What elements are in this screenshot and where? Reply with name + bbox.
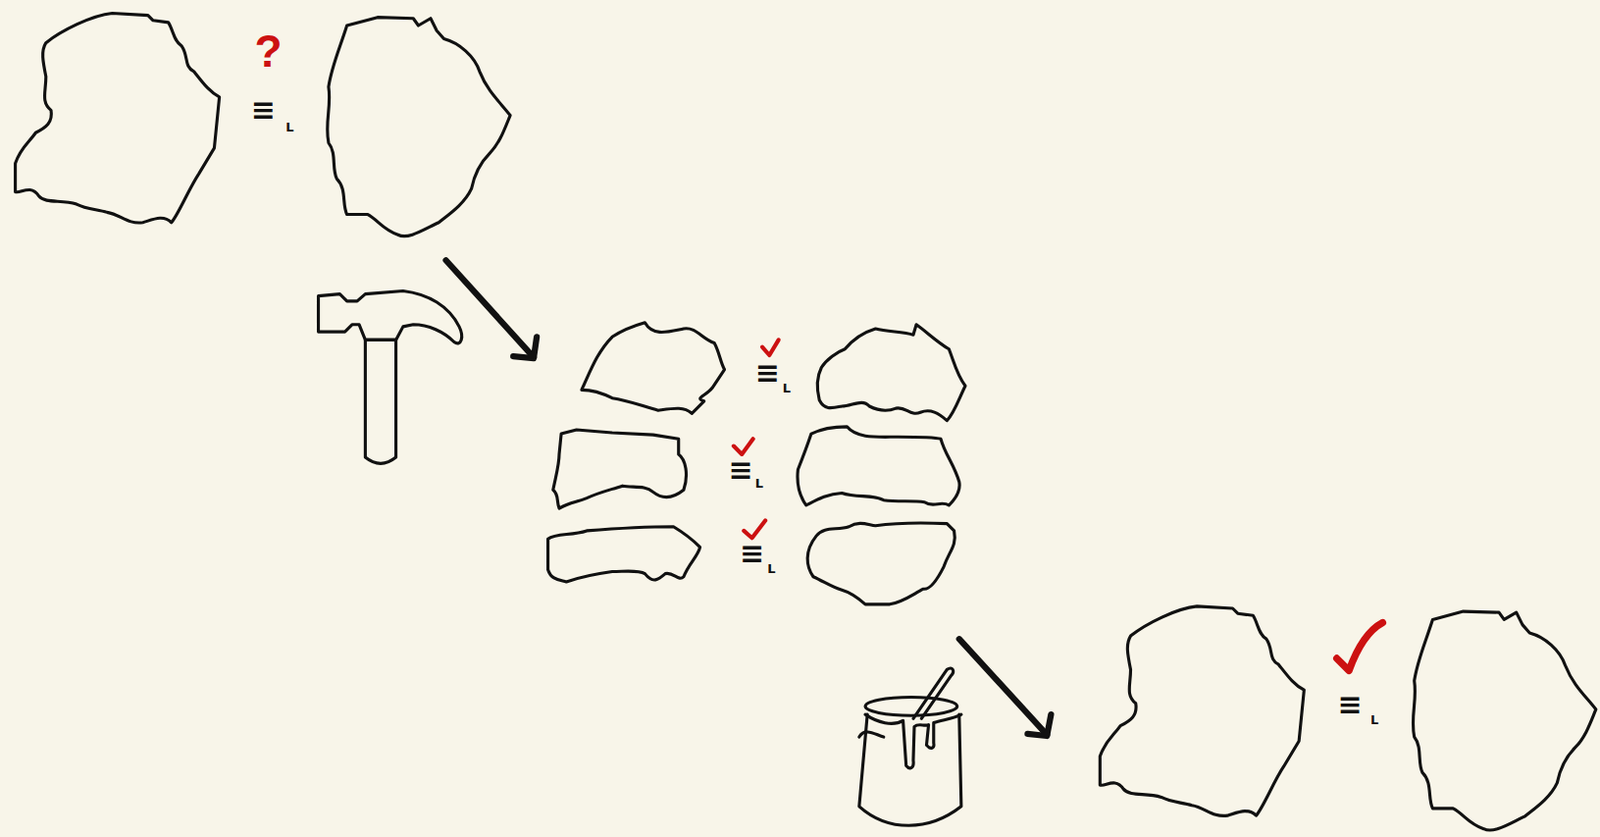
- piece: [807, 522, 955, 605]
- check-mark: [733, 438, 754, 455]
- arrow: [446, 259, 538, 359]
- subscript: L: [782, 381, 791, 395]
- subscript: L: [767, 562, 775, 575]
- blob: [15, 13, 220, 224]
- blob: [327, 17, 511, 237]
- piece: [581, 322, 725, 414]
- piece: [797, 426, 960, 506]
- hammer-handle: [364, 339, 396, 464]
- hammer-head: [318, 290, 463, 343]
- subscript: L: [1370, 713, 1379, 726]
- paint-drip: [859, 731, 884, 737]
- equivalence-symbol: ≡: [1338, 689, 1363, 720]
- piece: [548, 526, 701, 582]
- equivalence-symbol: ≡: [251, 95, 276, 125]
- blob: [1099, 606, 1304, 817]
- piece: [817, 324, 966, 421]
- equivalence-symbol: ≡: [728, 455, 754, 485]
- arrow: [959, 638, 1052, 736]
- brush-handle: [913, 668, 954, 719]
- bucket-body: [859, 714, 962, 826]
- equivalence-symbol: ≡: [755, 358, 780, 388]
- check-mark: [743, 520, 766, 539]
- blob: [1412, 611, 1596, 830]
- equivalence-symbol: ≡: [739, 538, 765, 568]
- question-mark: ?: [255, 28, 283, 74]
- check-mark: [1337, 622, 1384, 671]
- bucket-rim: [865, 696, 958, 716]
- paint-drips: [865, 714, 962, 769]
- piece: [553, 429, 687, 509]
- subscript: L: [755, 476, 764, 490]
- check-mark: [762, 339, 779, 356]
- subscript: L: [285, 119, 294, 133]
